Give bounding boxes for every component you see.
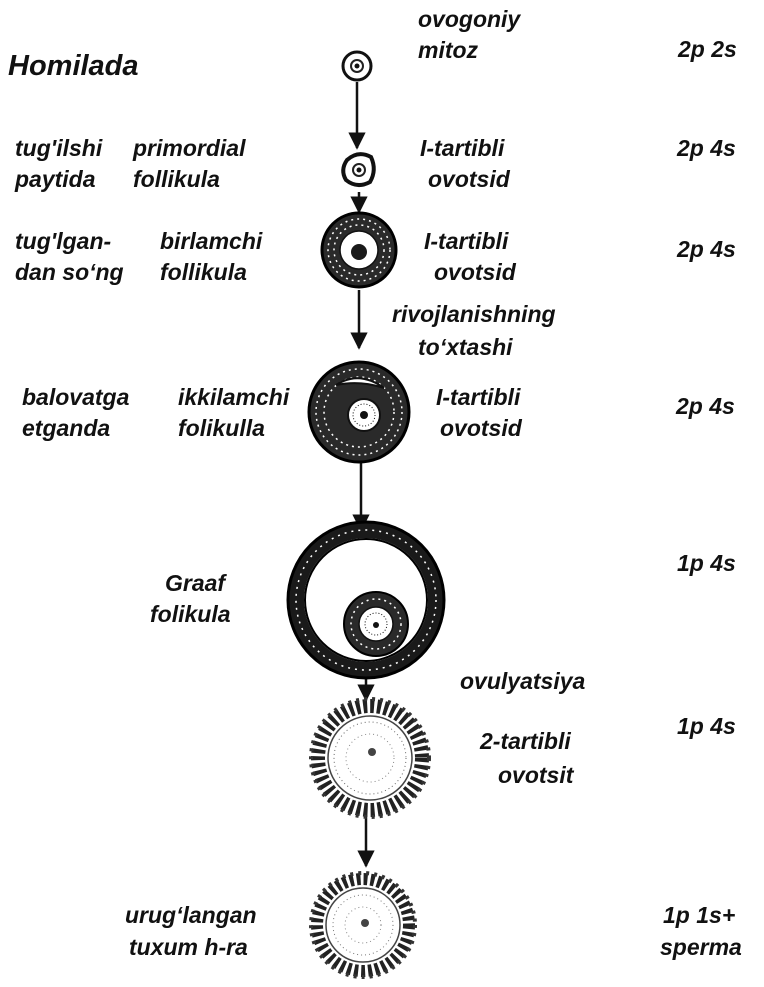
primary-follicle xyxy=(320,211,398,289)
stage2-period-line2: paytida xyxy=(15,166,96,192)
secondary-follicle xyxy=(307,360,411,464)
ovulation-label: ovulyatsiya xyxy=(460,668,586,694)
primordial-follicle xyxy=(341,152,376,187)
stage7-structure-line2: tuxum h-ra xyxy=(129,934,248,960)
stage4-cell-line2: ovotsid xyxy=(440,415,522,441)
stage3-cell-line2: ovotsid xyxy=(434,259,516,285)
fertilized-egg xyxy=(309,871,417,979)
oogonium-cell xyxy=(341,50,373,82)
stage4-structure-line1: ikkilamchi xyxy=(178,384,290,410)
stage2-cell-line1: I-tartibli xyxy=(420,135,505,161)
stage4-formula: 2p 4s xyxy=(676,393,735,419)
stage7-structure-line1: urug‘langan xyxy=(125,902,257,928)
stage5-structure-line1: Graaf xyxy=(165,570,226,596)
arrest-label-line2: to‘xtashi xyxy=(418,334,513,360)
stage2-period-line1: tug'ilshi xyxy=(15,135,103,161)
stage2-cell-line2: ovotsid xyxy=(428,166,510,192)
stage2-structure-line1: primordial xyxy=(133,135,246,161)
stage6-formula: 1p 4s xyxy=(677,713,736,739)
stage6-cell-line2: ovotsit xyxy=(498,762,574,788)
stage4-period-line1: balovatga xyxy=(22,384,130,410)
stage4-structure-line2: folikulla xyxy=(178,415,265,441)
stage6-cell-line1: 2-tartibli xyxy=(480,728,571,754)
arrest-label-line1: rivojlanishning xyxy=(392,301,556,327)
stage1-cell-line1: ovogoniy xyxy=(418,6,521,32)
stage3-formula: 2p 4s xyxy=(677,236,736,262)
stage1-cell-line2: mitoz xyxy=(418,37,479,63)
graafian-follicle xyxy=(286,520,446,680)
secondary-oocyte xyxy=(309,697,431,819)
stage5-formula: 1p 4s xyxy=(677,550,736,576)
stage7-formula-line2: sperma xyxy=(660,934,742,960)
stage3-period-line1: tug'lgan- xyxy=(15,228,112,254)
flow-arrows xyxy=(348,82,375,868)
stage3-period-line2: dan so‘ng xyxy=(15,259,124,285)
stage4-period-line2: etganda xyxy=(22,415,111,441)
stage2-structure-line2: follikula xyxy=(133,166,220,192)
stage3-structure-line1: birlamchi xyxy=(160,228,263,254)
stage7-formula-line1: 1p 1s+ xyxy=(663,902,736,928)
stage5-structure-line2: folikula xyxy=(150,601,231,627)
stage3-structure-line2: follikula xyxy=(160,259,247,285)
stage1-formula: 2p 2s xyxy=(678,36,737,62)
period-in-utero: Homilada xyxy=(8,50,139,82)
stage3-cell-line1: I-tartibli xyxy=(424,228,509,254)
stage2-formula: 2p 4s xyxy=(677,135,736,161)
stage4-cell-line1: I-tartibli xyxy=(436,384,521,410)
